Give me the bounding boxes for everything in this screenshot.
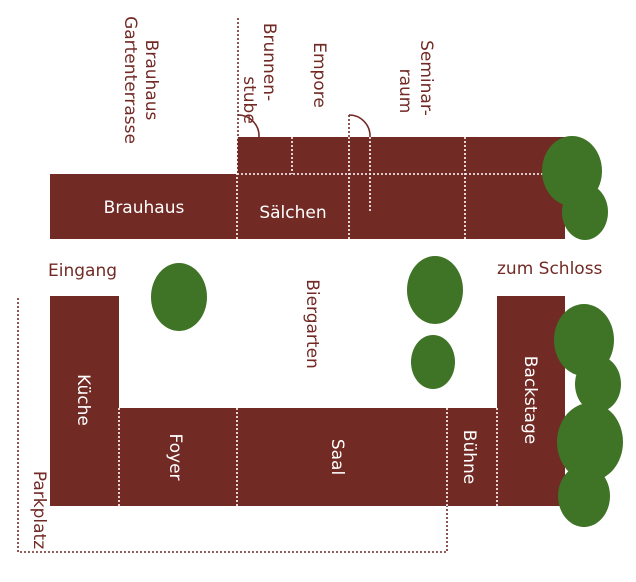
label-biergarten: Biergarten bbox=[302, 279, 322, 369]
tree-icon bbox=[557, 403, 623, 481]
tree-icon bbox=[151, 263, 207, 331]
room-label-buehne: Bühne bbox=[459, 430, 479, 484]
room-label-saal: Saal bbox=[327, 439, 347, 475]
building-backstage bbox=[497, 296, 565, 506]
room-label-kueche: Küche bbox=[73, 374, 93, 426]
building-main-hall bbox=[119, 408, 497, 506]
label-seminarraum-1: Seminar- bbox=[416, 40, 436, 116]
label-empore: Empore bbox=[309, 42, 329, 108]
label-brunnenstube-2: stube bbox=[239, 76, 259, 124]
tree-icon bbox=[407, 256, 463, 324]
label-seminarraum-2: raum bbox=[395, 69, 415, 114]
tree-icon bbox=[411, 335, 455, 389]
building-kueche bbox=[50, 296, 119, 506]
door-arc bbox=[237, 114, 260, 138]
building-upper-block bbox=[237, 137, 565, 239]
label-gartenterrasse-1: Brauhaus bbox=[141, 40, 161, 121]
trees bbox=[151, 136, 623, 527]
label-zum-schloss: zum Schloss bbox=[497, 259, 603, 279]
room-label-foyer: Foyer bbox=[165, 433, 185, 480]
label-brunnenstube-1: Brunnen- bbox=[259, 23, 279, 101]
label-parkplatz: Parkplatz bbox=[29, 471, 49, 549]
room-label-backstage: Backstage bbox=[520, 356, 540, 444]
tree-icon bbox=[562, 184, 608, 240]
building-brauhaus bbox=[50, 174, 238, 239]
room-label-brauhaus: Brauhaus bbox=[104, 198, 185, 218]
door-arc bbox=[348, 114, 371, 138]
tree-icon bbox=[558, 465, 610, 527]
label-gartenterrasse-2: Gartenterrasse bbox=[120, 16, 140, 144]
room-dividers bbox=[118, 137, 565, 506]
label-eingang: Eingang bbox=[48, 261, 117, 281]
tree-icon bbox=[575, 356, 621, 412]
boundary-lines bbox=[17, 18, 448, 553]
room-label-saelchen: Sälchen bbox=[259, 203, 326, 223]
